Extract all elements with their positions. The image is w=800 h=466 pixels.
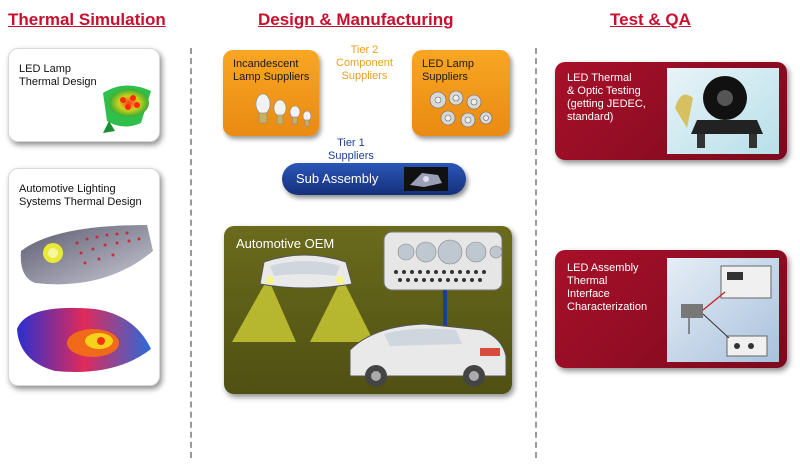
header-test-qa: Test & QA [610, 10, 691, 29]
led-thermal-optic-testing-box: LED Thermal & Optic Testing (getting JED… [555, 62, 787, 160]
headlamp-thermal-images [17, 225, 154, 373]
incandescent-lamp-suppliers-label: Incandescent Lamp Suppliers [233, 58, 310, 83]
automotive-oem-label: Automotive OEM [236, 236, 335, 251]
led-lamp-suppliers-box: LED Lamp Suppliers [412, 50, 510, 136]
led-lamp-thermal-card: LED Lamp Thermal Design [8, 48, 160, 142]
tier2-component-suppliers-label: Tier 2 Component Suppliers [336, 44, 393, 82]
led-assembly-thermal-interface-box: LED Assembly Thermal Interface Character… [555, 250, 787, 368]
sub-assembly-box: Sub Assembly [282, 163, 466, 195]
automotive-lighting-thermal-card: Automotive Lighting Systems Thermal Desi… [8, 168, 160, 386]
interface-characterization-equipment-image [667, 258, 779, 362]
led-assembly-thermal-interface-label: LED Assembly Thermal Interface Character… [567, 262, 648, 313]
incandescent-bulbs-image [255, 93, 312, 127]
sub-assembly-label: Sub Assembly [296, 171, 379, 186]
header-design-manufacturing: Design & Manufacturing [258, 10, 454, 29]
automotive-lighting-thermal-label: Automotive Lighting Systems Thermal Desi… [19, 183, 142, 208]
tail-lamp-panel [383, 231, 503, 291]
led-thermal-optic-testing-label: LED Thermal & Optic Testing (getting JED… [567, 72, 646, 123]
incandescent-lamp-suppliers-box: Incandescent Lamp Suppliers [223, 50, 319, 136]
optic-testing-equipment-image [667, 68, 779, 154]
led-lamp-thermal-label: LED Lamp Thermal Design [19, 63, 97, 88]
column-divider-right [535, 48, 537, 458]
led-lamps-image [429, 90, 493, 128]
automotive-oem-box: Automotive OEM [224, 226, 512, 394]
sub-assembly-image [404, 167, 448, 191]
automotive-oem-illustration [232, 231, 507, 387]
tier1-suppliers-label: Tier 1 Suppliers [328, 137, 374, 162]
led-lamp-suppliers-label: LED Lamp Suppliers [422, 58, 474, 83]
column-divider-left [190, 48, 192, 458]
led-lamp-image [103, 85, 151, 133]
header-thermal-simulation: Thermal Simulation [8, 10, 166, 29]
